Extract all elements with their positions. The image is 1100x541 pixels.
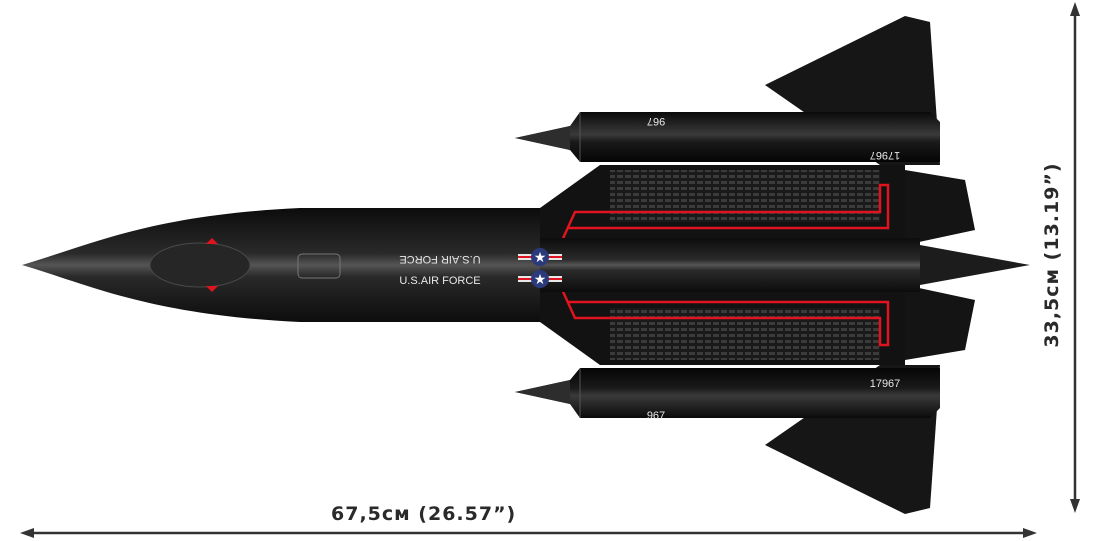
fuselage-text: U.S.AIR FORCE bbox=[399, 275, 480, 287]
aircraft-lower-half bbox=[513, 263, 977, 516]
tail-cone bbox=[920, 245, 1030, 285]
tail-number-upper: 17967 bbox=[870, 149, 901, 161]
aircraft-upper-half bbox=[513, 14, 977, 267]
fuselage bbox=[22, 208, 540, 322]
svg-text:★: ★ bbox=[534, 250, 547, 266]
roundel-lower: ★ bbox=[518, 270, 562, 288]
tail-number-lower: 17967 bbox=[870, 378, 901, 390]
nacelle-number-lower: 967 bbox=[647, 410, 665, 422]
fuselage-text-inverted: U.S.AIR FORCE bbox=[399, 253, 480, 265]
wingspan-label: 33,5см (13.19”) bbox=[1041, 162, 1063, 348]
length-arrow bbox=[20, 528, 1037, 538]
svg-text:★: ★ bbox=[534, 272, 547, 288]
cockpit bbox=[149, 242, 251, 288]
wingspan-arrow bbox=[1070, 2, 1080, 513]
length-label: 67,5см (26.57”) bbox=[331, 503, 517, 525]
roundel-upper: ★ bbox=[518, 248, 562, 266]
nacelle-number-upper: 967 bbox=[647, 115, 665, 127]
